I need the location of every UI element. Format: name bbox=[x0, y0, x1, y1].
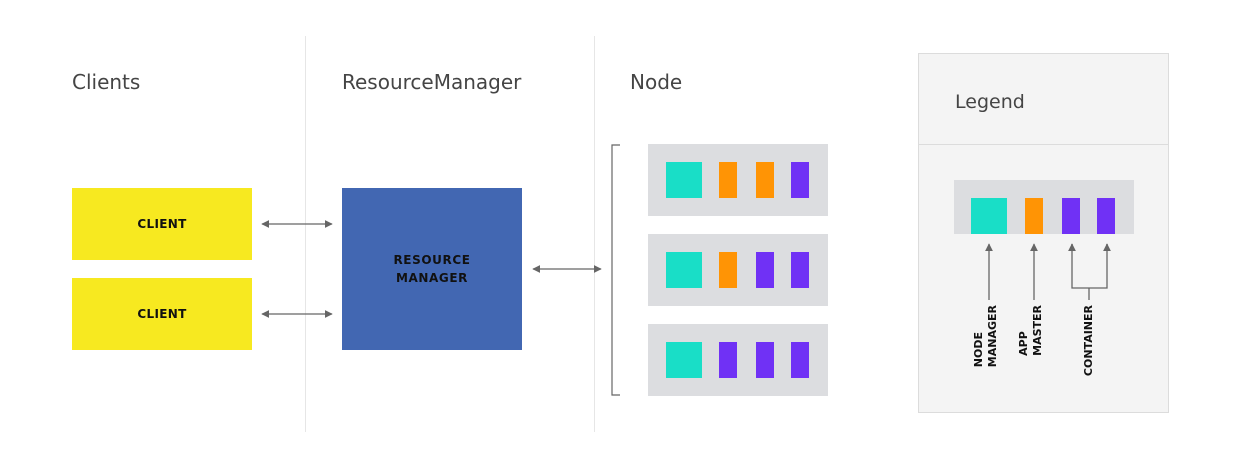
node-bracket bbox=[611, 144, 620, 396]
legend-container-text: CONTAINER bbox=[1082, 305, 1095, 377]
resource-manager-label-line2: MANAGER bbox=[395, 271, 469, 285]
clients-column-title: Clients bbox=[72, 70, 141, 94]
node-manager-block bbox=[666, 162, 702, 198]
node-manager-block bbox=[666, 342, 702, 378]
resource-manager-column-title: ResourceManager bbox=[342, 70, 522, 94]
legend-container-block-1 bbox=[1062, 198, 1080, 234]
container-block bbox=[756, 252, 774, 288]
legend-node-manager-line1: NODE bbox=[972, 332, 985, 368]
legend-node-manager-label: NODE MANAGER bbox=[972, 305, 1000, 367]
node-row-2 bbox=[648, 234, 828, 306]
client-box-1: CLIENT bbox=[72, 188, 252, 260]
container-block bbox=[756, 342, 774, 378]
column-divider-1 bbox=[305, 36, 306, 432]
legend-container-label: CONTAINER bbox=[1082, 305, 1096, 376]
legend-container-block-2 bbox=[1097, 198, 1115, 234]
legend-block-row bbox=[954, 180, 1134, 234]
app-master-block bbox=[719, 162, 737, 198]
client-label: CLIENT bbox=[137, 307, 187, 321]
container-block bbox=[791, 162, 809, 198]
container-block bbox=[719, 342, 737, 378]
node-manager-block bbox=[666, 252, 702, 288]
resource-manager-label-line1: RESOURCE bbox=[393, 253, 471, 267]
node-column-title: Node bbox=[630, 70, 683, 94]
node-row-3 bbox=[648, 324, 828, 396]
legend-title: Legend bbox=[955, 91, 1025, 113]
legend-divider bbox=[919, 144, 1168, 145]
legend-app-master-label: APP MASTER bbox=[1017, 305, 1045, 356]
container-block bbox=[791, 252, 809, 288]
legend-app-master-block bbox=[1025, 198, 1043, 234]
legend-node-manager-line2: MANAGER bbox=[986, 305, 999, 368]
client-label: CLIENT bbox=[137, 217, 187, 231]
container-block bbox=[791, 342, 809, 378]
resource-manager-box: RESOURCE MANAGER bbox=[342, 188, 522, 350]
legend-app-master-line1: APP bbox=[1017, 331, 1030, 356]
legend-app-master-line2: MASTER bbox=[1031, 305, 1044, 356]
app-master-block bbox=[756, 162, 774, 198]
client-box-2: CLIENT bbox=[72, 278, 252, 350]
node-row-1 bbox=[648, 144, 828, 216]
legend-node-manager-block bbox=[971, 198, 1007, 234]
app-master-block bbox=[719, 252, 737, 288]
column-divider-2 bbox=[594, 36, 595, 432]
